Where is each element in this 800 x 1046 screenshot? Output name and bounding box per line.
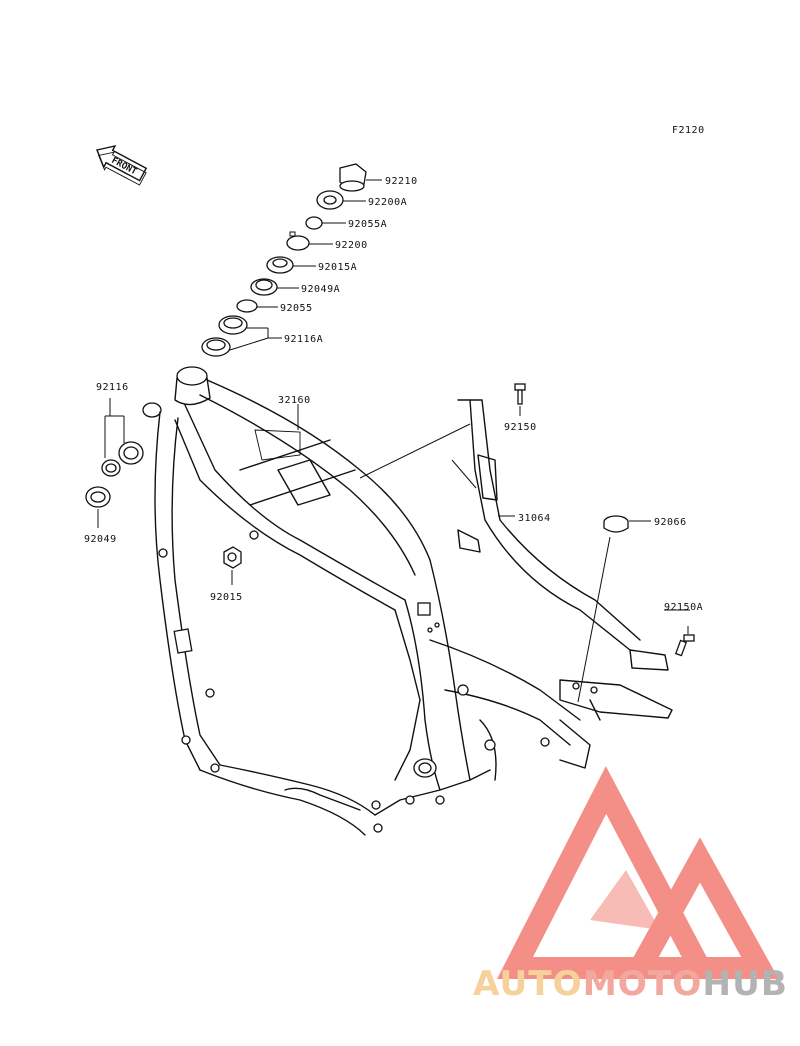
label-92150A: 92150A — [664, 602, 703, 613]
label-92015A: 92015A — [318, 262, 357, 273]
label-92116A: 92116A — [284, 334, 323, 345]
label-32160: 32160 — [278, 395, 311, 406]
label-92049: 92049 — [84, 534, 117, 545]
left-bearings — [85, 398, 144, 528]
watermark-hub: HUB — [702, 964, 788, 1004]
washer-92200A — [316, 190, 344, 210]
nut-92210 — [339, 163, 367, 192]
label-92200A: 92200A — [368, 197, 407, 208]
front-arrow-icon: FRONT — [96, 144, 148, 186]
nut-92015 — [223, 546, 242, 585]
rear-frame-31064 — [451, 399, 673, 769]
label-92150: 92150 — [504, 422, 537, 433]
seal-92049A — [250, 278, 278, 296]
label-92049A: 92049A — [301, 284, 340, 295]
steering-stack — [201, 163, 367, 357]
stack-leaders — [229, 179, 382, 351]
automotohub-logo: AUTOMOTOHUB — [473, 766, 788, 1004]
label-92066: 92066 — [654, 517, 687, 528]
watermark-moto: MOTO — [583, 964, 703, 1004]
figure-code: F2120 — [672, 125, 705, 136]
washer-92200 — [286, 231, 310, 251]
label-92055: 92055 — [280, 303, 313, 314]
plug-92066 — [577, 515, 651, 703]
triangle-logo-icon — [497, 766, 779, 979]
bolt-92150A — [674, 626, 695, 657]
label-92055A: 92055A — [348, 219, 387, 230]
watermark-auto: AUTO — [473, 964, 583, 1004]
main-frame-32160 — [142, 366, 581, 836]
nut-92015A — [266, 256, 294, 274]
bolt-92150 — [514, 383, 526, 416]
label-31064: 31064 — [518, 513, 551, 524]
oring-92055A — [305, 216, 323, 230]
svg-text:AUTOMOTOHUB: AUTOMOTOHUB — [473, 964, 788, 1004]
oring-92055 — [236, 299, 258, 313]
label-92210: 92210 — [385, 176, 418, 187]
label-92200: 92200 — [335, 240, 368, 251]
label-92015: 92015 — [210, 592, 243, 603]
label-92116: 92116 — [96, 382, 129, 393]
bearing-92116A-upper — [218, 315, 248, 335]
bearing-92116A-lower — [201, 337, 231, 357]
